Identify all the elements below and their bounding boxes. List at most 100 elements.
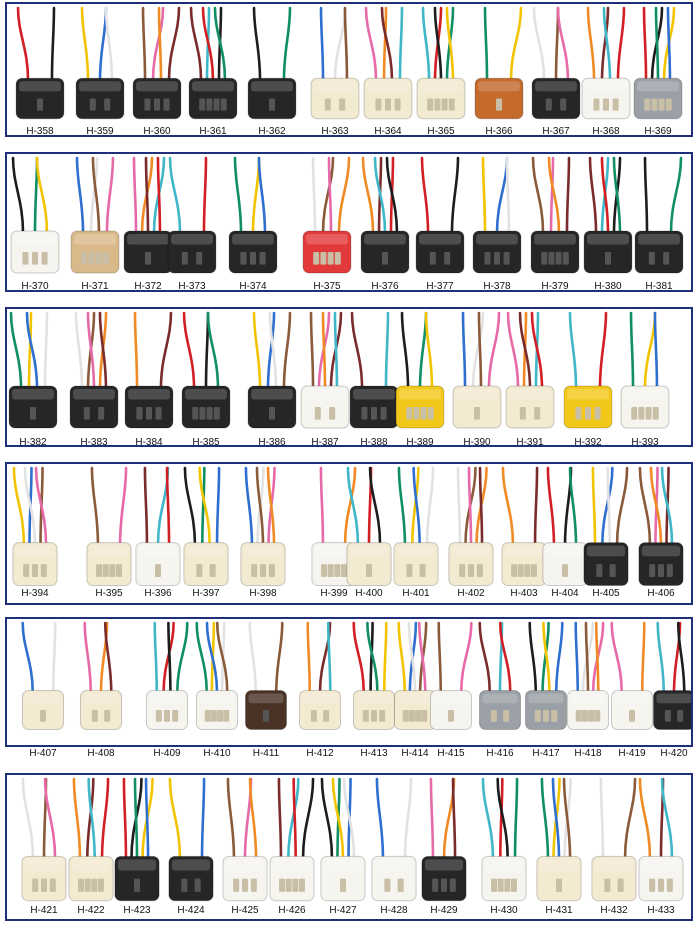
pin-cavity [209,564,216,577]
pin-cavity [340,564,347,577]
wire [201,6,215,82]
part-code-label: H-386 [258,437,286,448]
wire [629,311,635,390]
part-code-label: H-409 [153,748,181,759]
pin-cavity [491,878,498,892]
pin-cavity [89,98,96,111]
wire [640,621,646,694]
part-code-label: H-415 [437,748,465,759]
wire [326,621,332,694]
wire [175,621,189,694]
wire [375,777,385,860]
pin-cavity [102,564,109,577]
part-code-label: H-388 [360,437,388,448]
pin-cavity [91,710,98,722]
connector-housing [69,385,119,429]
wire [226,777,236,860]
wire [35,156,49,235]
wire [189,6,203,82]
wire [591,466,597,546]
wire [477,311,483,390]
pin-cavity [406,407,413,420]
pin-cavity [575,407,582,420]
pin-cavity [534,407,541,420]
wire [615,466,629,546]
connector-h-359 [75,6,125,120]
housing-highlight [638,234,680,245]
housing-highlight [567,389,609,400]
pin-cavity [199,98,206,111]
wire [306,621,312,694]
wire [83,621,93,694]
wire [506,311,520,390]
pin-cavity [81,252,88,265]
part-code-label: H-424 [177,905,205,916]
wire [616,6,626,82]
wire [373,156,387,235]
wire [610,621,624,694]
part-code-label: H-430 [490,905,518,916]
connector-h-405 [583,466,629,587]
wire [274,621,284,694]
housing-highlight [248,693,284,704]
pin-cavity [145,252,151,265]
connector-h-393 [620,311,670,429]
pin-cavity [194,878,201,892]
pin-cavity [88,252,95,265]
housing-highlight [74,234,116,245]
connector-h-403 [501,466,547,587]
wire [368,466,382,546]
pin-cavity [504,878,511,892]
wire [89,156,99,235]
wire [666,6,672,82]
connector-housing [310,77,360,120]
wire [122,777,128,860]
housing-highlight [624,389,666,400]
wire [201,466,206,546]
housing-highlight [451,545,491,557]
pin-cavity [677,710,684,722]
part-code-label: H-420 [660,748,688,759]
wire [397,466,407,546]
pin-cavity [32,564,38,577]
connector-h-428 [371,777,417,902]
part-code-label: H-374 [239,281,267,292]
part-code-label: H-418 [574,748,602,759]
pin-cavity [213,407,220,420]
housing-highlight [482,693,518,704]
housing-highlight [171,859,211,871]
wire [600,156,610,235]
wire [496,777,509,860]
wire [547,156,561,235]
housing-highlight [83,693,119,704]
pin-cavity [459,564,466,577]
pin-cavity [40,564,47,577]
connector-housing [415,230,465,274]
housing-highlight [419,234,461,245]
pin-cavity [172,710,179,722]
connector-housing [135,542,181,587]
housing-highlight [185,389,227,400]
pin-cavity [361,407,368,420]
wire [602,6,612,82]
wire [429,777,435,860]
pin-cavity [250,252,256,265]
wire [549,156,555,235]
pin-cavity [260,564,266,577]
connector-housing [298,690,342,730]
wire [86,311,96,390]
housing-highlight [24,859,64,871]
wire [384,311,390,390]
housing-highlight [306,234,348,245]
connector-h-378 [472,156,522,274]
pin-cavity [210,710,217,722]
wire [342,777,356,860]
connector-h-374 [228,156,278,274]
pin-cavity [192,407,199,420]
pin-cavity [362,710,369,722]
housing-highlight [73,389,115,400]
housing-highlight [528,693,564,704]
connector-h-370 [10,156,60,274]
pin-cavity [562,252,569,265]
